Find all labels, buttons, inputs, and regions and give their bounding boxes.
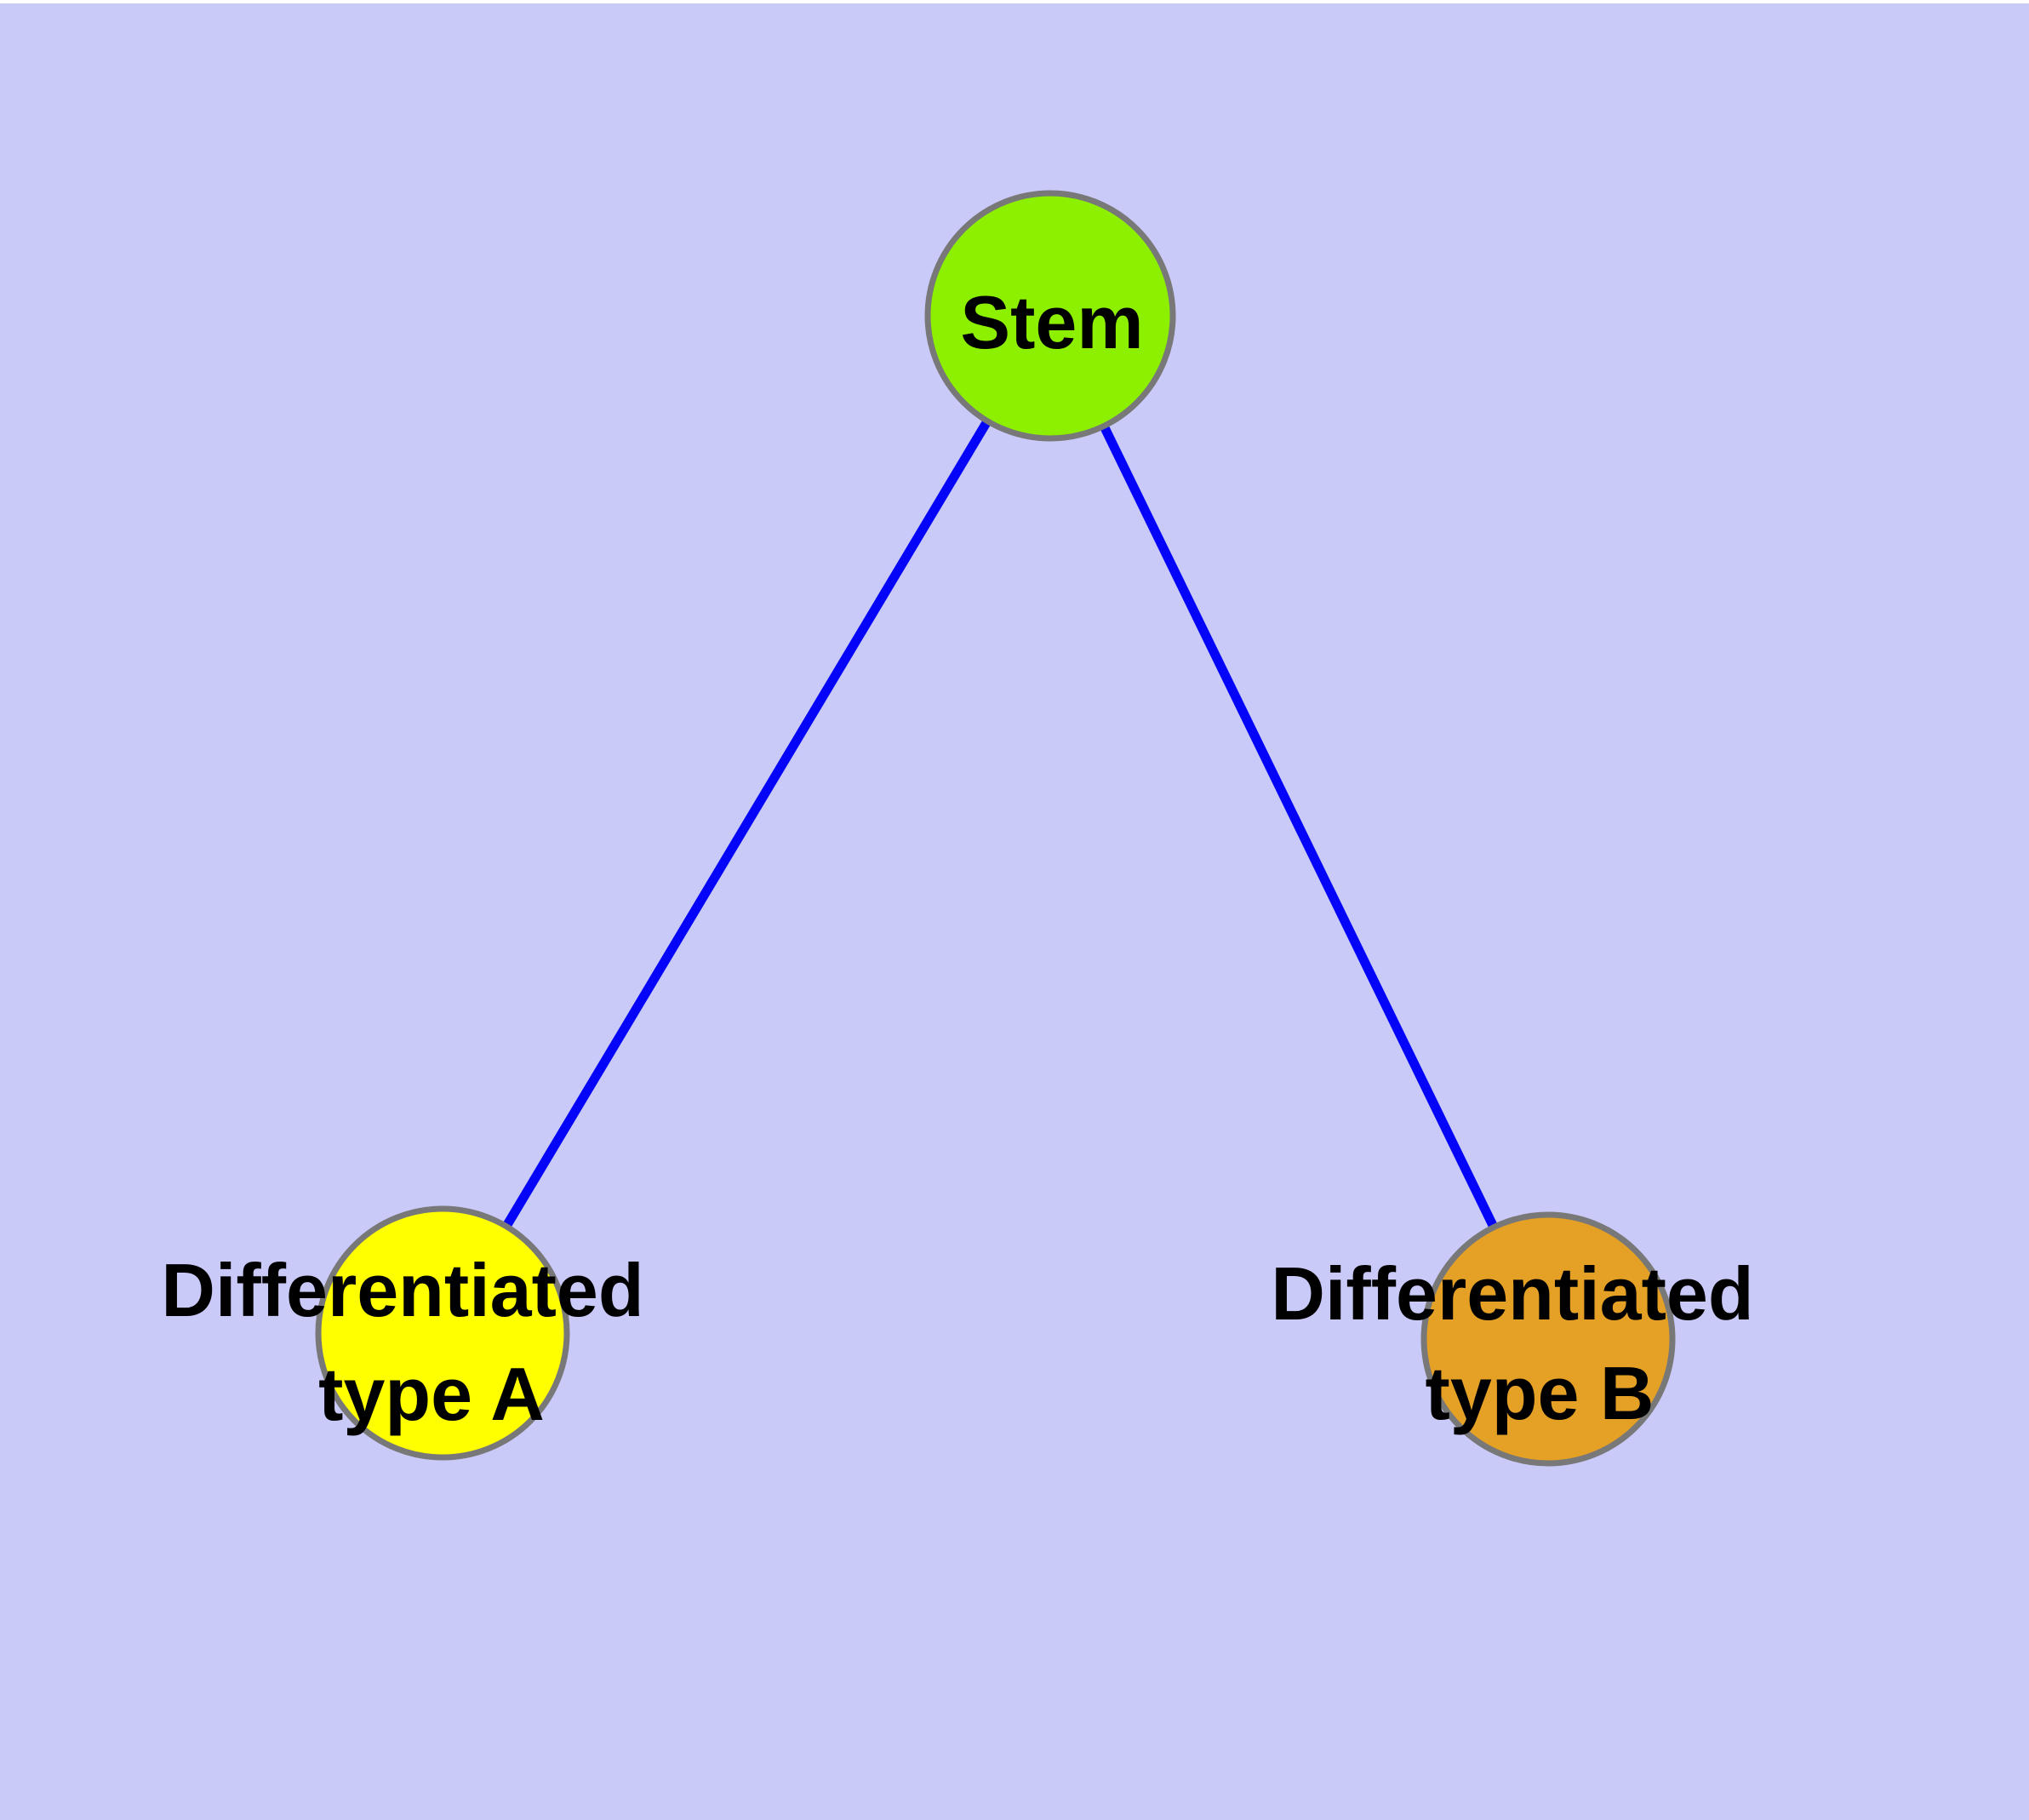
edge-stem-to-type-a[interactable] bbox=[438, 313, 1055, 1336]
node-type-a-label-line1: Differentiated bbox=[161, 1248, 643, 1332]
edge-stem-to-type-b[interactable] bbox=[1046, 313, 1552, 1342]
node-type-b-label-line1: Differentiated bbox=[1271, 1251, 1753, 1336]
node-type-a-label-line2: type A bbox=[318, 1352, 545, 1436]
node-type-b-label-line2: type B bbox=[1426, 1351, 1655, 1435]
node-stem-circle[interactable] bbox=[924, 190, 1176, 442]
node-type-a-circle[interactable] bbox=[315, 1205, 570, 1461]
node-type-b-circle[interactable] bbox=[1420, 1211, 1676, 1467]
node-stem-label: Stem bbox=[960, 280, 1143, 364]
canvas-top-edge bbox=[0, 0, 2029, 3]
